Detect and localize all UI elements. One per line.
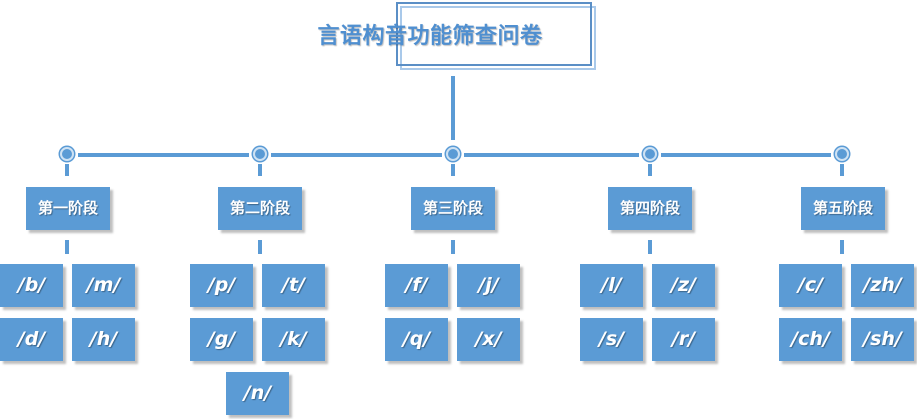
trunk-connector	[451, 76, 455, 140]
phoneme-box[interactable]: /h/	[72, 318, 135, 361]
horizontal-connector	[464, 153, 639, 157]
stage-node-icon	[835, 147, 849, 161]
phoneme-box[interactable]: /j/	[457, 264, 520, 307]
phoneme-box[interactable]: /l/	[580, 264, 643, 307]
phoneme-box[interactable]: /c/	[779, 264, 842, 307]
phoneme-box[interactable]: /g/	[190, 318, 253, 361]
stage-node-icon	[253, 147, 267, 161]
horizontal-connector	[78, 153, 249, 157]
node-to-stage-connector	[648, 164, 652, 176]
node-to-stage-connector	[65, 164, 69, 176]
stage-node-icon	[60, 147, 74, 161]
phoneme-box[interactable]: /n/	[226, 372, 289, 415]
stage-box[interactable]: 第五阶段	[801, 187, 885, 230]
phoneme-box[interactable]: /t/	[262, 264, 325, 307]
phoneme-box[interactable]: /k/	[262, 318, 325, 361]
phoneme-box[interactable]: /q/	[385, 318, 448, 361]
stage-to-phoneme-connector	[65, 240, 69, 254]
phoneme-box[interactable]: /b/	[0, 264, 63, 307]
phoneme-box[interactable]: /zh/	[851, 264, 914, 307]
title-frame-front	[396, 2, 592, 66]
stage-node-icon	[643, 147, 657, 161]
horizontal-connector	[661, 153, 831, 157]
node-to-stage-connector	[258, 164, 262, 176]
phoneme-box[interactable]: /x/	[457, 318, 520, 361]
phoneme-box[interactable]: /d/	[0, 318, 63, 361]
stage-box[interactable]: 第一阶段	[26, 187, 110, 230]
stage-to-phoneme-connector	[840, 240, 844, 254]
stage-box[interactable]: 第二阶段	[218, 187, 302, 230]
phoneme-box[interactable]: /f/	[385, 264, 448, 307]
horizontal-connector	[271, 153, 442, 157]
phoneme-box[interactable]: /m/	[72, 264, 135, 307]
stage-box[interactable]: 第四阶段	[608, 187, 692, 230]
phoneme-box[interactable]: /s/	[580, 318, 643, 361]
stage-to-phoneme-connector	[451, 240, 455, 254]
phoneme-box[interactable]: /ch/	[779, 318, 842, 361]
title-frame-back	[400, 6, 596, 70]
stage-to-phoneme-connector	[258, 240, 262, 254]
node-to-stage-connector	[451, 164, 455, 176]
phoneme-box[interactable]: /r/	[652, 318, 715, 361]
node-to-stage-connector	[840, 164, 844, 176]
phoneme-box[interactable]: /z/	[652, 264, 715, 307]
diagram-title: 言语构音功能筛查问卷	[317, 24, 543, 49]
stage-node-icon	[446, 147, 460, 161]
phoneme-box[interactable]: /p/	[190, 264, 253, 307]
stage-box[interactable]: 第三阶段	[411, 187, 495, 230]
phoneme-box[interactable]: /sh/	[851, 318, 914, 361]
stage-to-phoneme-connector	[648, 240, 652, 254]
